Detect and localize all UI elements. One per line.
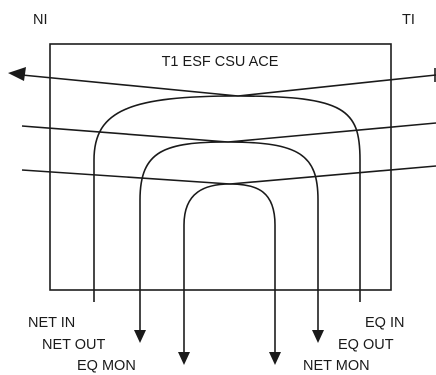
left-arrow <box>8 67 26 81</box>
outer-loop-path <box>93 95 361 302</box>
lower-line-left <box>21 169 231 185</box>
net-out-arrow <box>134 330 146 343</box>
lower-line-right <box>229 165 436 185</box>
csu-device-box <box>49 43 392 291</box>
eq-mon-arrow <box>178 352 190 365</box>
middle-loop-path <box>139 141 319 330</box>
net-out-label: NET OUT <box>42 337 106 353</box>
ti-label: TI <box>402 12 415 28</box>
box-title: T1 ESF CSU ACE <box>162 54 279 70</box>
net-mon-arrow <box>269 352 281 365</box>
inner-loop-path <box>183 183 276 352</box>
eq-in-label: EQ IN <box>365 315 404 331</box>
eq-out-arrow <box>312 330 324 343</box>
top-line-left <box>21 74 239 97</box>
net-mon-label: NET MON <box>303 358 370 374</box>
middle-line-right <box>227 122 436 143</box>
ni-label: NI <box>33 12 48 28</box>
top-line-right <box>237 74 436 97</box>
eq-mon-label: EQ MON <box>77 358 136 374</box>
eq-out-label: EQ OUT <box>338 337 394 353</box>
middle-line-left <box>21 125 229 143</box>
net-in-label: NET IN <box>28 315 75 331</box>
